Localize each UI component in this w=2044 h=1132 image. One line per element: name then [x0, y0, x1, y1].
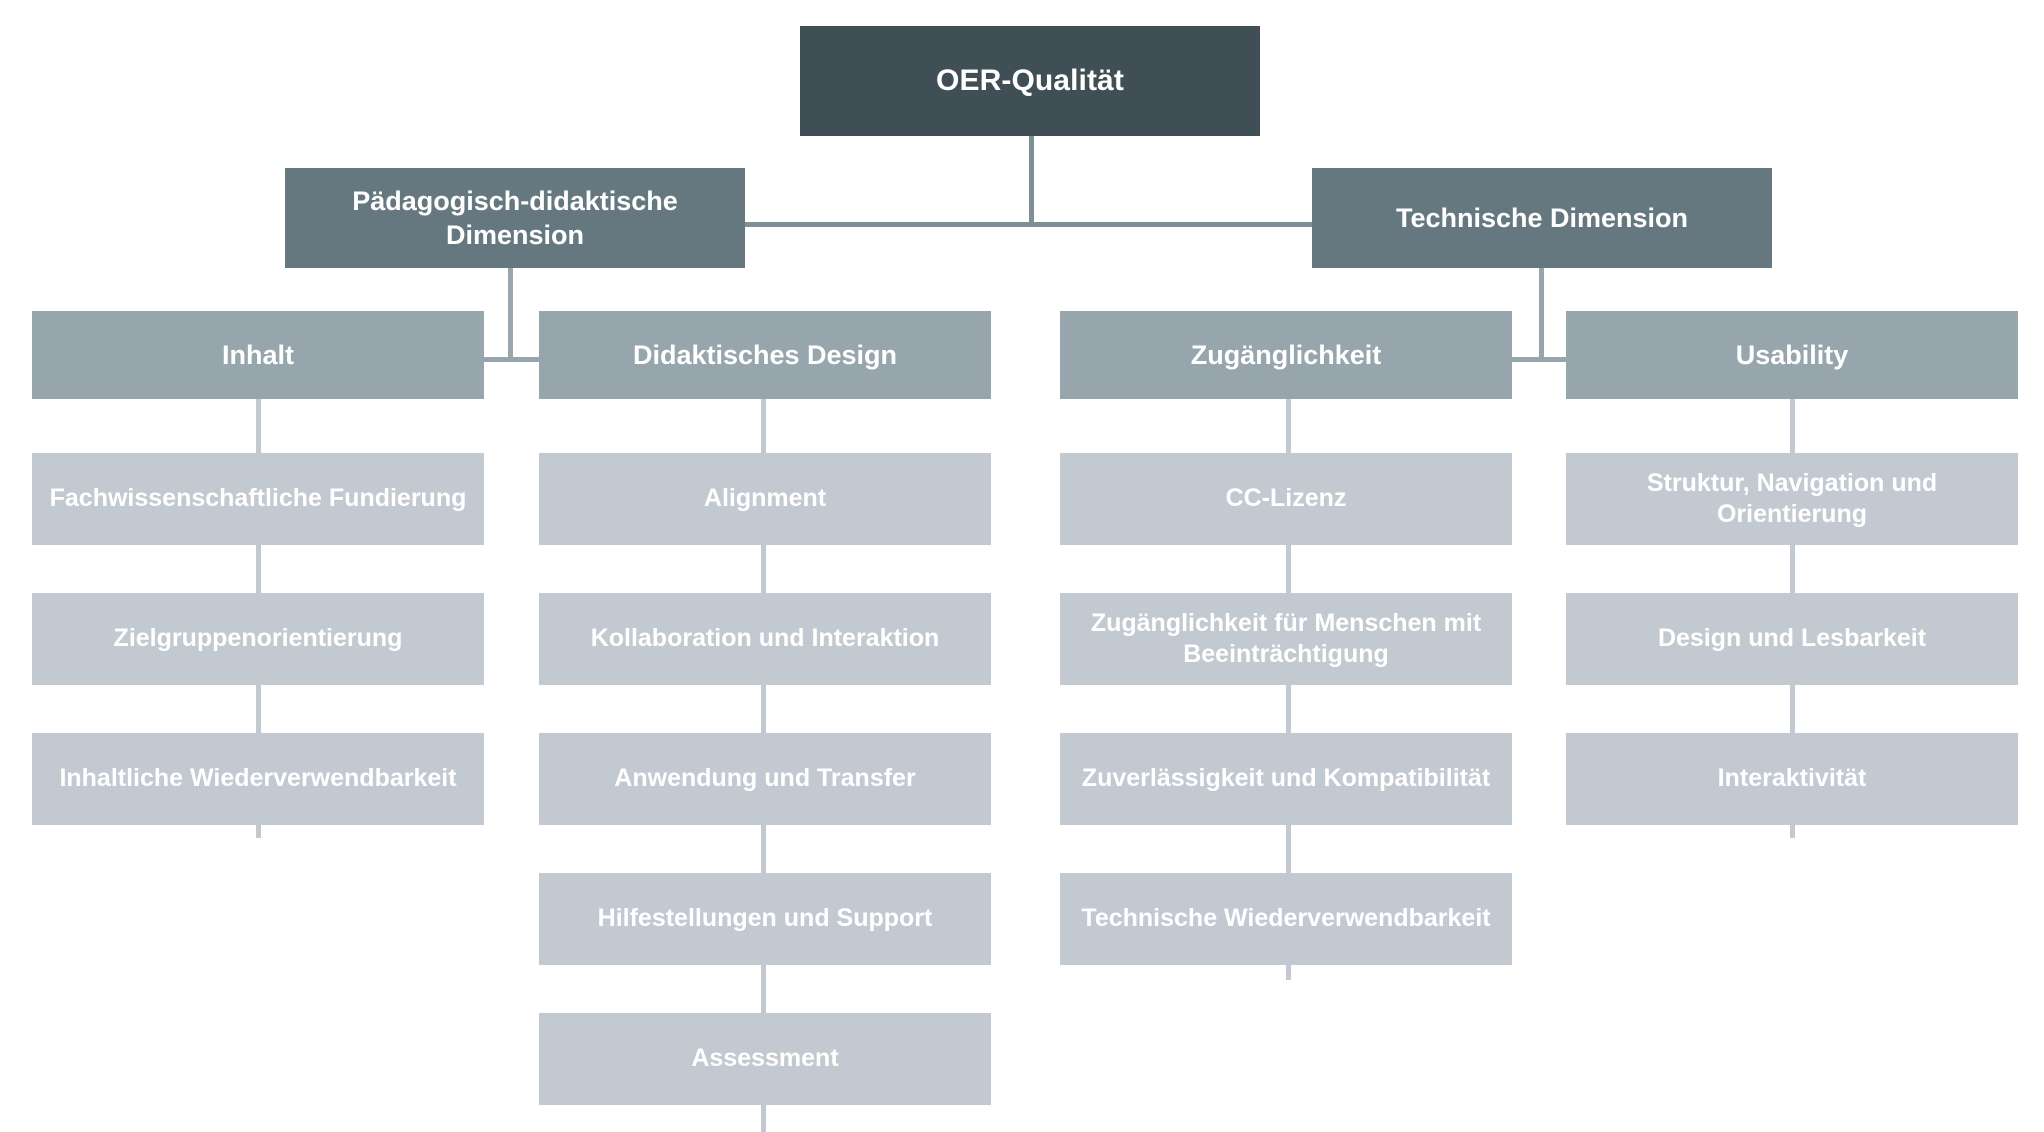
node-criterion-hilfestellungen-und-support[interactable]: Hilfestellungen und Support — [539, 873, 991, 965]
node-category-didaktisches-design[interactable]: Didaktisches Design — [539, 311, 991, 399]
node-criterion-assessment[interactable]: Assessment — [539, 1013, 991, 1105]
node-criterion-zielgruppenorientierung[interactable]: Zielgruppenorientierung — [32, 593, 484, 685]
connector-paedagogisch-bus — [258, 357, 760, 362]
connector-technisch-bus — [1288, 357, 1790, 362]
node-category-usability[interactable]: Usability — [1566, 311, 2018, 399]
node-criterion-kollaboration-und-interaktion[interactable]: Kollaboration und Interaktion — [539, 593, 991, 685]
connector-paedagogisch-down — [508, 268, 513, 360]
node-criterion-struktur-navigation-orientierung[interactable]: Struktur, Navigation und Orientierung — [1566, 453, 2018, 545]
connector-dimension-bus — [735, 222, 1315, 227]
node-criterion-alignment[interactable]: Alignment — [539, 453, 991, 545]
node-criterion-zuverlaessigkeit-und-kompatibilitaet[interactable]: Zuverlässigkeit und Kompatibilität — [1060, 733, 1512, 825]
node-criterion-anwendung-und-transfer[interactable]: Anwendung und Transfer — [539, 733, 991, 825]
node-criterion-inhaltliche-wiederverwendbarkeit[interactable]: Inhaltliche Wiederverwendbarkeit — [32, 733, 484, 825]
node-category-zugaenglichkeit[interactable]: Zugänglichkeit — [1060, 311, 1512, 399]
node-category-inhalt[interactable]: Inhalt — [32, 311, 484, 399]
node-criterion-zugaenglichkeit-beeintraechtigung[interactable]: Zugänglichkeit für Menschen mit Beeinträ… — [1060, 593, 1512, 685]
node-criterion-cc-lizenz[interactable]: CC-Lizenz — [1060, 453, 1512, 545]
node-criterion-technische-wiederverwendbarkeit[interactable]: Technische Wiederverwendbarkeit — [1060, 873, 1512, 965]
node-criterion-design-und-lesbarkeit[interactable]: Design und Lesbarkeit — [1566, 593, 2018, 685]
node-root-oer-qualitaet[interactable]: OER-Qualität — [800, 26, 1260, 136]
connector-root-down — [1029, 135, 1034, 225]
connector-technisch-down — [1539, 268, 1544, 360]
node-criterion-interaktivitaet[interactable]: Interaktivität — [1566, 733, 2018, 825]
node-dimension-paedagogisch-didaktische[interactable]: Pädagogisch-didaktische Dimension — [285, 168, 745, 268]
node-criterion-fachwissenschaftliche-fundierung[interactable]: Fachwissenschaftliche Fundierung — [32, 453, 484, 545]
node-dimension-technische[interactable]: Technische Dimension — [1312, 168, 1772, 268]
